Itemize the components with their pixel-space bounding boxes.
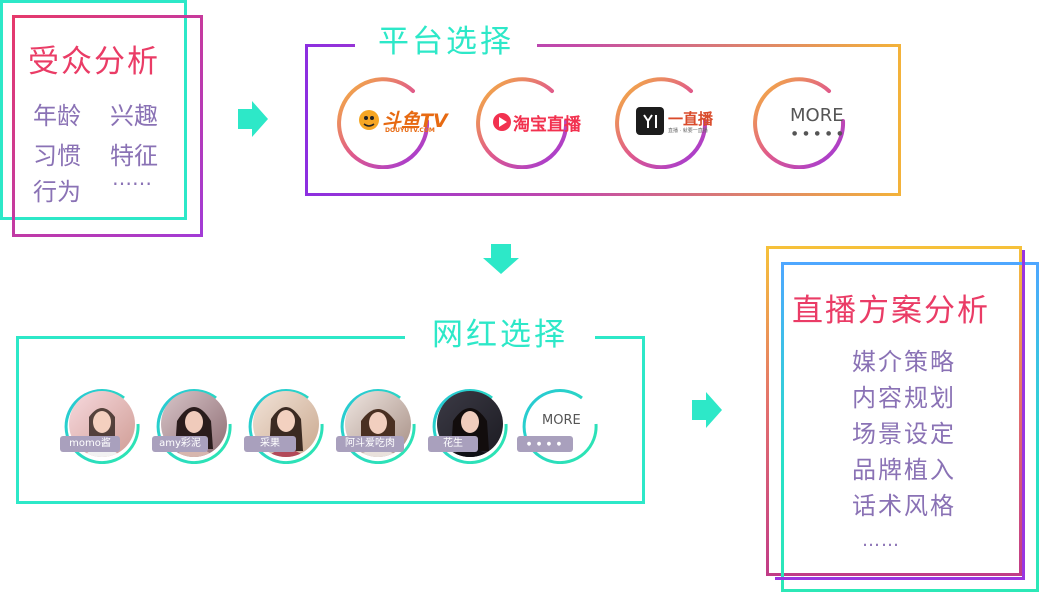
- logo-taobao-name: 淘宝直播: [513, 115, 581, 135]
- plan-frame-teal: [781, 262, 1039, 592]
- plan-frame-purple: [775, 250, 1025, 580]
- influencer-frame: [16, 336, 645, 504]
- audience-item-behavior: 行为: [33, 178, 81, 206]
- avatar-name-tag: 采果: [244, 436, 296, 452]
- plan-item-content: 内容规划: [852, 384, 956, 412]
- douyu-fish-icon: [359, 110, 379, 130]
- avatar-name-tag: momo酱: [60, 436, 120, 452]
- platform-ring: [337, 77, 430, 169]
- audience-title: 受众分析: [28, 44, 160, 80]
- audience-frame-gradient: [12, 15, 203, 237]
- arrow-right-icon: [238, 101, 268, 137]
- plan-title: 直播方案分析: [792, 293, 990, 329]
- plan-item-scene: 场景设定: [852, 420, 956, 448]
- plan-ellipsis: ……: [862, 530, 900, 551]
- platform-frame: [305, 44, 901, 196]
- platform-more-dots: ● ● ● ● ●: [792, 130, 845, 137]
- platform-more-label: MORE: [790, 105, 844, 126]
- audience-item-interest: 兴趣: [110, 102, 158, 130]
- plan-item-brand: 品牌植入: [852, 456, 956, 484]
- logo-douyu-url: DOUYUTV.COM: [385, 127, 435, 134]
- influencer-more-dots: ● ● ● ●: [517, 436, 573, 452]
- influencer-title: 网红选择: [405, 312, 595, 358]
- avatar-name-tag: amy彩泥: [152, 436, 208, 452]
- yizhibo-logo-icon: [636, 107, 664, 135]
- influencer-more-label: MORE: [542, 413, 581, 428]
- arrow-right-icon: [692, 392, 722, 428]
- logo-yizhibo-name: 一直播: [668, 110, 714, 128]
- platform-ring: [753, 77, 846, 169]
- audience-item-habit: 习惯: [33, 142, 81, 170]
- play-icon: [493, 113, 511, 131]
- audience-item-trait: 特征: [110, 142, 158, 170]
- platform-title: 平台选择: [355, 20, 537, 64]
- audience-item-age: 年龄: [33, 102, 81, 130]
- logo-douyu-name: 斗鱼TV: [382, 110, 448, 132]
- audience-item-ellipsis: ……: [112, 166, 152, 190]
- arrow-down-icon: [483, 244, 519, 274]
- plan-item-script: 话术风格: [852, 492, 956, 520]
- logo-yizhibo-slogan: 直播 · 就要一直播: [668, 128, 708, 134]
- avatar-name-tag: 阿斗爱吃肉: [336, 436, 404, 452]
- platform-ring: [615, 77, 708, 169]
- plan-item-media: 媒介策略: [852, 348, 956, 376]
- platform-ring: [476, 77, 569, 169]
- avatar-name-tag: 花生: [428, 436, 478, 452]
